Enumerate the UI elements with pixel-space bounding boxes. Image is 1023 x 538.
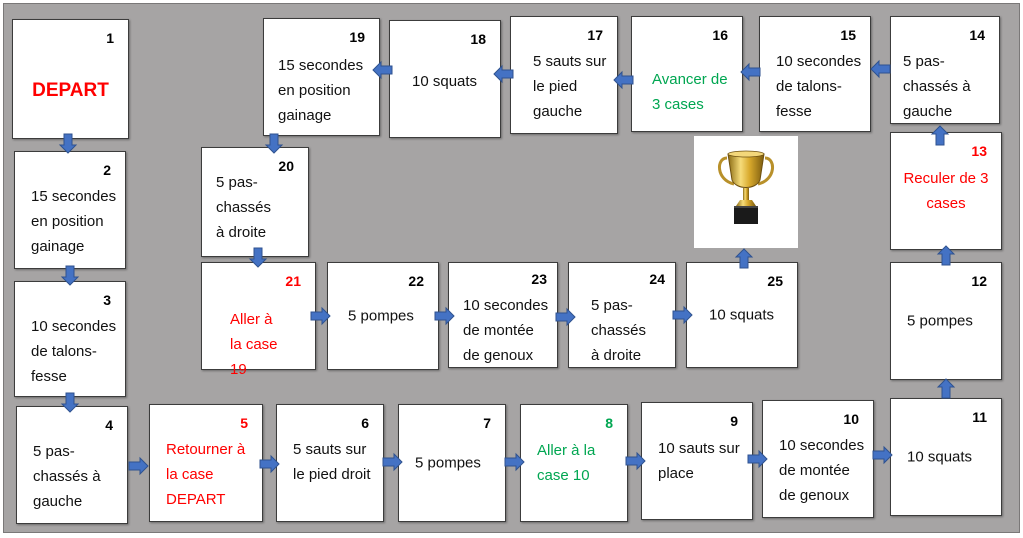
arrow-right-icon	[555, 307, 576, 327]
cell-number: 7	[483, 415, 491, 431]
cell-text: 10 secondes de talons-fesse	[31, 318, 117, 385]
arrow-down-icon	[58, 133, 78, 154]
board-cell-12: 12 5 pompes	[890, 262, 1002, 380]
cell-text: 10 squats	[412, 73, 478, 90]
arrow-left-icon	[870, 59, 891, 79]
trophy-icon	[718, 150, 774, 224]
board-cell-8: 8 Aller à la case 10	[520, 404, 628, 522]
cell-number: 4	[105, 417, 113, 433]
board-cell-10: 10 10 secondes de montée de genoux	[762, 400, 874, 518]
cell-number: 12	[971, 273, 987, 289]
cell-text: Retourner à la case DEPART	[166, 441, 246, 508]
board-cell-1: 1 DEPART	[12, 19, 129, 139]
cell-number: 21	[285, 273, 301, 289]
cell-text: 5 sauts sur le pied gauche	[533, 53, 607, 120]
board-cell-11: 11 10 squats	[890, 398, 1002, 516]
cell-text: 5 pompes	[415, 454, 481, 472]
cell-number: 5	[240, 415, 248, 431]
arrow-up-icon	[930, 125, 950, 146]
cell-text: Reculer de 3 cases	[903, 170, 989, 212]
arrow-left-icon	[740, 62, 761, 82]
cell-text: 5 pas-chassés à gauche	[903, 53, 971, 120]
arrow-up-icon	[936, 378, 956, 399]
cell-text: Aller à la case 19	[230, 311, 278, 378]
cell-text: 10 sauts sur place	[658, 440, 740, 482]
cell-number: 23	[531, 271, 547, 287]
cell-text: 5 sauts sur le pied droit	[293, 441, 371, 483]
cell-number: 8	[605, 415, 613, 431]
board-cell-17: 17 5 sauts sur le pied gauche	[510, 16, 618, 134]
board-cell-6: 6 5 sauts sur le pied droit	[276, 404, 384, 522]
cell-text: 5 pompes	[348, 307, 414, 325]
arrow-left-icon	[493, 64, 514, 84]
game-board: 1 DEPART 2 15 secondes en position gaina…	[3, 3, 1020, 533]
cell-number: 6	[361, 415, 369, 431]
arrows-layer	[58, 59, 956, 476]
cell-text: Aller à la case 10	[537, 442, 596, 484]
cell-text: 10 secondes de montée de genoux	[779, 437, 865, 504]
arrow-left-icon	[613, 70, 634, 90]
arrow-down-icon	[60, 392, 80, 413]
board-cell-13: 13 Reculer de 3 cases	[890, 132, 1002, 250]
arrow-right-icon	[872, 445, 893, 465]
arrow-right-icon	[259, 454, 280, 474]
cell-number: 18	[470, 31, 486, 47]
board-cell-15: 15 10 secondes de talons-fesse	[759, 16, 871, 132]
cell-text: 10 secondes de talons-fesse	[776, 53, 862, 120]
board-cell-3: 3 10 secondes de talons-fesse	[14, 281, 126, 397]
board-cell-16: 16 Avancer de 3 cases	[631, 16, 743, 132]
cell-text: 5 pas-chassés à gauche	[33, 443, 101, 510]
cell-text: 10 squats	[709, 306, 775, 324]
cell-number: 10	[843, 411, 859, 427]
board-cell-7: 7 5 pompes	[398, 404, 506, 522]
arrow-right-icon	[382, 452, 403, 472]
cell-text: 15 secondes en position gainage	[31, 188, 117, 255]
arrow-right-icon	[434, 306, 455, 326]
arrow-left-icon	[372, 60, 393, 80]
cell-text: 5 pas-chassés à droite	[216, 174, 272, 241]
cell-number: 2	[103, 162, 111, 178]
cell-number: 17	[587, 27, 603, 43]
cell-number: 1	[106, 30, 114, 46]
cell-text: 15 secondes en position gainage	[278, 57, 364, 124]
cell-number: 9	[730, 413, 738, 429]
cell-number: 14	[969, 27, 985, 43]
cell-number: 15	[840, 27, 856, 43]
board-cell-19: 19 15 secondes en position gainage	[263, 18, 380, 136]
cell-number: 16	[712, 27, 728, 43]
board-cell-9: 9 10 sauts sur place	[641, 402, 753, 520]
cell-number: 13	[971, 143, 987, 159]
cell-number: 20	[278, 158, 294, 174]
cell-text: 5 pompes	[907, 312, 973, 330]
cell-text: Avancer de 3 cases	[652, 71, 728, 113]
cell-number: 24	[649, 271, 665, 287]
trophy-image	[694, 136, 798, 248]
arrow-right-icon	[310, 306, 331, 326]
board-cell-20: 20 5 pas-chassés à droite	[201, 147, 309, 257]
arrow-down-icon	[60, 265, 80, 286]
arrow-down-icon	[264, 133, 284, 154]
cell-text: 10 secondes de montée de genoux	[463, 297, 549, 364]
cell-number: 3	[103, 292, 111, 308]
board-cell-25: 25 10 squats	[686, 262, 798, 368]
cell-text: DEPART	[32, 80, 109, 101]
cell-number: 25	[767, 273, 783, 289]
board-cell-14: 14 5 pas-chassés à gauche	[890, 16, 1000, 124]
cell-number: 22	[408, 273, 424, 289]
arrow-up-icon	[734, 248, 754, 269]
arrow-right-icon	[747, 449, 768, 469]
arrow-down-icon	[248, 247, 268, 268]
arrow-up-icon	[936, 245, 956, 266]
cell-number: 11	[972, 409, 987, 425]
cell-number: 19	[349, 29, 365, 45]
arrow-right-icon	[625, 451, 646, 471]
arrow-right-icon	[672, 305, 693, 325]
arrow-right-icon	[128, 456, 149, 476]
arrow-right-icon	[504, 452, 525, 472]
cell-text: 5 pas-chassés à droite	[591, 297, 647, 364]
board-cell-18: 18 10 squats	[389, 20, 501, 138]
cell-text: 10 squats	[907, 448, 973, 466]
